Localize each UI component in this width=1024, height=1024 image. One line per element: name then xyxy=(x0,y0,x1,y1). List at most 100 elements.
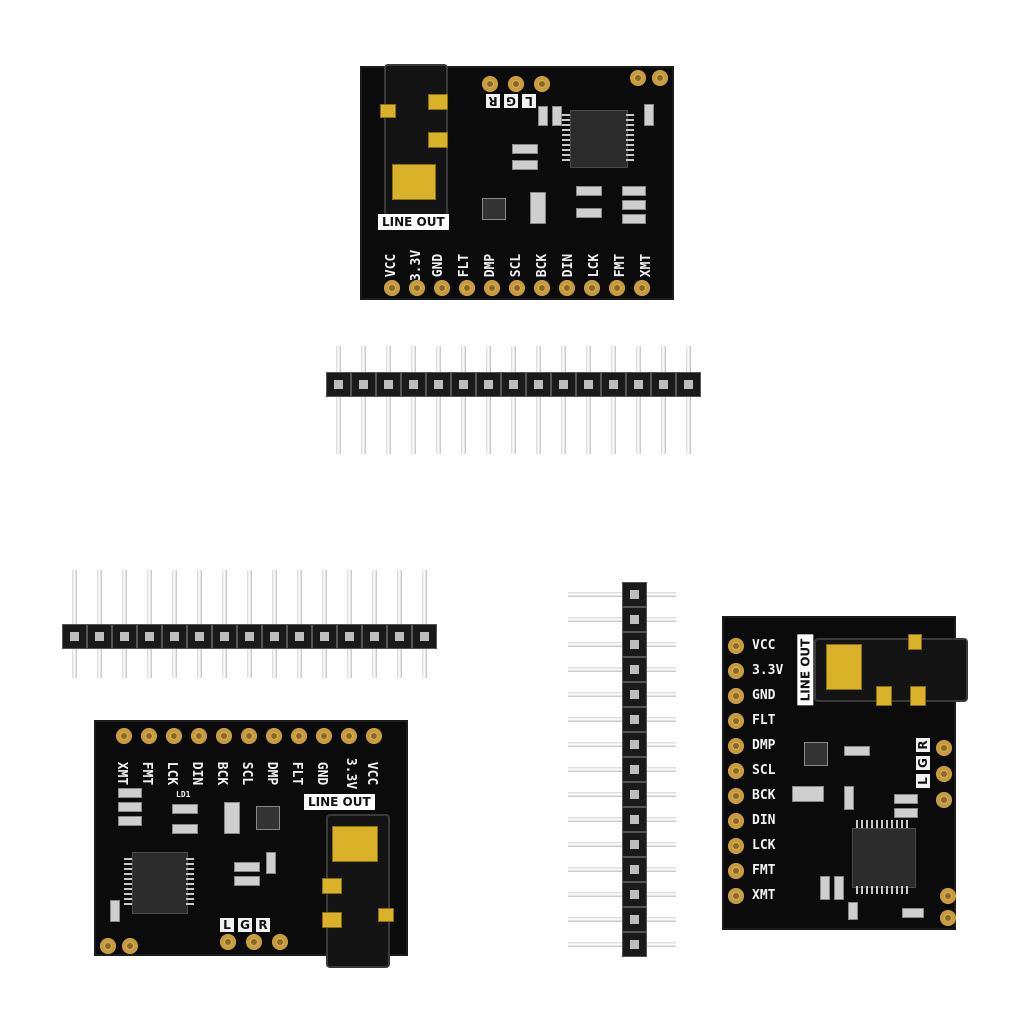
header-segment xyxy=(426,372,451,397)
header-segment xyxy=(622,682,647,707)
header-pin xyxy=(586,346,591,454)
led-label: LD1 xyxy=(176,790,191,799)
pin-label-flt: FLT xyxy=(752,713,776,728)
pad xyxy=(584,280,600,296)
smd-component xyxy=(512,144,538,154)
header-segment xyxy=(601,372,626,397)
pin-label-xmt: XMT xyxy=(752,888,776,903)
header-segment xyxy=(62,624,87,649)
pad xyxy=(191,728,207,744)
header-segment xyxy=(337,624,362,649)
smd-component xyxy=(172,824,198,834)
pin-label-xmt: XMT xyxy=(114,761,130,786)
regulator-chip xyxy=(256,806,280,830)
pad xyxy=(484,280,500,296)
header-plastic xyxy=(62,624,437,649)
header-segment xyxy=(376,372,401,397)
header-segment xyxy=(162,624,187,649)
pad xyxy=(241,728,257,744)
regulator-chip xyxy=(482,198,506,220)
pin-label-vcc: VCC xyxy=(752,638,776,653)
pin-label-xmt: XMT xyxy=(639,253,655,278)
pad xyxy=(936,792,952,808)
header-segment xyxy=(237,624,262,649)
header-segment xyxy=(476,372,501,397)
channel-label-l: L xyxy=(916,774,930,788)
header-pin xyxy=(361,346,366,454)
chip-legs xyxy=(856,820,910,828)
chip-legs xyxy=(124,858,132,906)
header-segment xyxy=(622,832,647,857)
regulator-chip xyxy=(804,742,828,766)
pin-label-lck: LCK xyxy=(164,761,180,786)
smd-component xyxy=(266,852,276,874)
pin-label-3v3: 3.3V xyxy=(343,757,359,790)
header-segment xyxy=(622,582,647,607)
smd-component xyxy=(622,200,646,210)
dac-board-bottom-left: XMT FMT LCK DIN BCK SCL DMP FLT GND 3.3V… xyxy=(94,720,408,968)
pin-label-scl: SCL xyxy=(752,763,776,778)
pad xyxy=(728,838,744,854)
pin-labels: VCC 3.3V GND FLT DMP SCL BCK DIN LCK FMT… xyxy=(752,638,783,904)
header-segment xyxy=(451,372,476,397)
pin-header-left xyxy=(62,568,442,680)
pin-label-scl: SCL xyxy=(509,253,525,278)
header-pin xyxy=(411,346,416,454)
pad xyxy=(940,888,956,904)
pad xyxy=(940,910,956,926)
pad xyxy=(434,280,450,296)
jack-contact xyxy=(908,634,922,650)
smd-component xyxy=(172,804,198,814)
pad xyxy=(122,938,138,954)
jack-contact xyxy=(428,132,448,148)
smd-component xyxy=(118,816,142,826)
header-pin xyxy=(636,346,641,454)
pad xyxy=(630,70,646,86)
pad xyxy=(652,70,668,86)
pin-labels: XMT FMT LCK DIN BCK SCL DMP FLT GND 3.3V… xyxy=(114,748,406,792)
smd-component xyxy=(902,908,924,918)
pin-label-dmp: DMP xyxy=(752,738,776,753)
channel-label-g: G xyxy=(504,94,518,108)
pin-label-bck: BCK xyxy=(214,761,230,786)
pin-label-flt: FLT xyxy=(457,253,473,278)
dac-chip xyxy=(852,828,916,888)
header-pin xyxy=(511,346,516,454)
smd-component xyxy=(844,746,870,756)
header-pin xyxy=(536,346,541,454)
pad xyxy=(728,688,744,704)
pin-label-dmp: DMP xyxy=(264,761,280,786)
header-segment xyxy=(626,372,651,397)
header-pin xyxy=(686,346,691,454)
smd-component xyxy=(834,876,844,900)
header-pin xyxy=(661,346,666,454)
header-segment xyxy=(212,624,237,649)
header-segment xyxy=(362,624,387,649)
header-segment xyxy=(622,857,647,882)
header-segment xyxy=(501,372,526,397)
jack-contact xyxy=(322,912,342,928)
pad xyxy=(728,763,744,779)
header-segment xyxy=(262,624,287,649)
header-segment xyxy=(351,372,376,397)
header-pin xyxy=(561,346,566,454)
channel-labels: L G R xyxy=(486,94,536,108)
pad xyxy=(266,728,282,744)
line-out-label: LINE OUT xyxy=(378,214,449,230)
pad xyxy=(220,934,236,950)
pin-label-din: DIN xyxy=(561,253,577,278)
pin-label-bck: BCK xyxy=(752,788,776,803)
header-segment xyxy=(576,372,601,397)
header-segment xyxy=(676,372,701,397)
header-segment xyxy=(622,907,647,932)
header-segment xyxy=(622,632,647,657)
pad xyxy=(609,280,625,296)
pad xyxy=(216,728,232,744)
smd-component xyxy=(844,786,854,810)
pad xyxy=(459,280,475,296)
smd-component xyxy=(820,876,830,900)
channel-label-r: R xyxy=(916,738,930,752)
header-segment xyxy=(326,372,351,397)
pad xyxy=(509,280,525,296)
pin-label-din: DIN xyxy=(189,761,205,786)
